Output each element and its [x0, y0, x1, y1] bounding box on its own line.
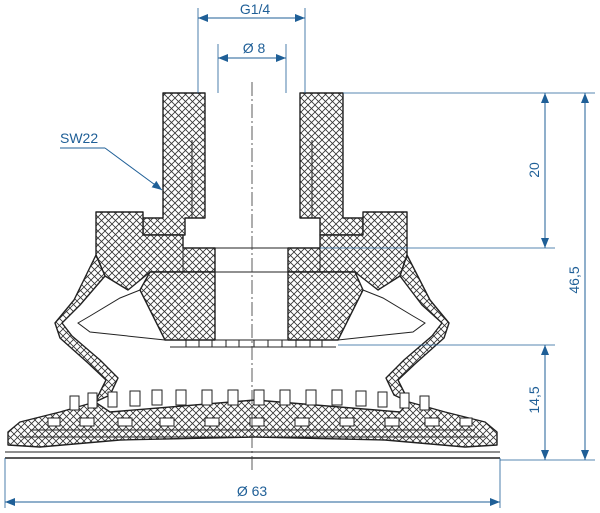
thread-dim-label: G1/4 [240, 1, 271, 17]
bore-dim-label: Ø 8 [243, 40, 266, 56]
part-body [5, 82, 500, 470]
bellow-left [54, 254, 119, 403]
fitting-left-section [142, 92, 206, 236]
diameter-label: Ø 63 [237, 483, 268, 499]
lip-ribs [20, 389, 485, 438]
upper-height-label: 20 [526, 162, 542, 178]
dimensions: G1/4 Ø 8 SW22 20 46,5 14,5 Ø 63 [4, 1, 595, 508]
wrench-size-label: SW22 [60, 130, 98, 146]
insert-left [139, 271, 216, 341]
fitting-right-section [299, 92, 364, 236]
lower-height-label: 14,5 [526, 386, 542, 413]
insert-teeth [170, 340, 336, 348]
total-height-label: 46,5 [566, 266, 582, 293]
insert-right [287, 271, 364, 341]
